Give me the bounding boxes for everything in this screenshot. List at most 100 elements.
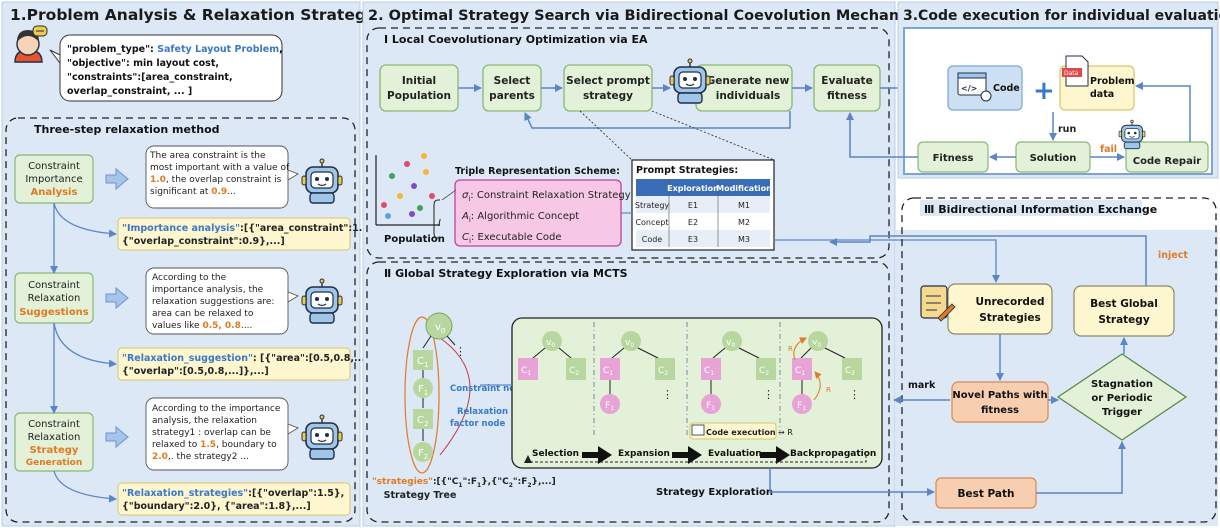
svg-text:⋮: ⋮ [849,388,860,401]
svg-text:Exploration: Exploration [667,184,719,193]
svg-text:E2: E2 [688,218,698,227]
svg-text:"Relaxation_suggestion": [{"ar: "Relaxation_suggestion": [{"area":[0.5,0… [122,353,380,364]
svg-text:Relaxation: Relaxation [28,293,81,304]
population-label: Population [384,234,445,245]
svg-text:C1: C1 [417,356,428,369]
svg-text:Ai: Algorithmic Concept: Ai: Algorithmic Concept [461,211,579,224]
node-generate-individuals: Generate new individuals [695,64,793,112]
svg-text:C2: C2 [417,415,428,428]
svg-text:Constraint: Constraint [28,280,80,291]
notepad-icon [920,285,956,322]
svg-text:C2: C2 [759,366,769,377]
node-select-parents: Select parents [482,64,542,112]
section-3-title: Ⅲ Bidirectional Information Exchange [924,203,1157,216]
svg-text:Relaxation: Relaxation [457,407,508,417]
prompt-table-pointers [579,110,775,161]
svg-text:F1: F1 [706,401,715,412]
phase-expansion: Expansion [618,449,670,459]
section-1-title: Ⅰ Local Coevolutionary Optimization via … [384,33,648,46]
panel1-connectors [50,202,117,503]
json-importance-analysis: "Importance analysis":[{"area_constraint… [117,217,379,251]
svg-text:→ R: → R [778,428,793,437]
svg-text:⋮: ⋮ [455,345,466,358]
svg-text:v0: v0 [435,322,445,335]
svg-text:Data: Data [1064,70,1079,77]
svg-text:Novel Paths with: Novel Paths with [952,390,1047,401]
problem-objective: "objective": min layout cost, [67,58,219,69]
svg-text:v0: v0 [812,338,821,349]
svg-text:Solution: Solution [1030,153,1077,164]
svg-text:most important with a value of: most important with a value of [150,163,290,173]
code-icon: </> [961,84,977,93]
svg-text:or Periodic: or Periodic [1091,393,1152,404]
svg-text:F1: F1 [418,384,428,397]
phase-evaluation: Evaluation [708,449,762,459]
svg-text:E1: E1 [688,201,698,210]
step-importance-analysis: Constraint Importance Analysis [14,154,94,204]
svg-text:significant at 0.9...: significant at 0.9... [150,187,236,197]
svg-text:fitness: fitness [827,90,867,102]
code-box: </> Code [947,65,1023,111]
svg-text:Best Global: Best Global [1090,298,1158,310]
code-repair-box: Code Repair [1125,141,1209,173]
run-label: run [1058,124,1076,135]
step-relaxation-suggestions: Constraint Relaxation Suggestions [14,272,94,324]
section-2-box [366,261,890,523]
panel-2-title: 2. Optimal Strategy Search via Bidirecti… [368,8,928,24]
mcts-box [511,317,883,469]
fitness-box: Fitness [917,141,989,173]
code-exec-arrows [846,82,1191,161]
phase-backpropagation: Backpropagation [790,449,876,459]
svg-text:"Relaxation_strategies":[{"ove: "Relaxation_strategies":[{"overlap":1.5}… [122,488,344,499]
svg-text:Importance: Importance [25,174,82,185]
problem-constraints-cont: overlap_constraint, ... ] [67,86,192,97]
mcts-tree-expansion: v0 C1 C2 F1 ⋮ [600,331,675,414]
svg-text:R: R [788,345,793,353]
problem-type-key: "problem_type": [67,44,157,55]
mcts-code-execution: Code execution → R [689,422,793,440]
svg-text:parents: parents [489,90,535,102]
relaxation-method-title: Three-step relaxation method [34,123,220,136]
mcts-dividers [593,322,781,435]
svg-text:C1: C1 [603,366,613,377]
svg-text:I: I [438,218,441,229]
svg-text:v0: v0 [546,338,555,349]
svg-text:According to the importance: According to the importance [152,404,281,414]
json-relaxation-strategies: "Relaxation_strategies":[{"overlap":1.5}… [117,482,351,516]
analysis-bubble-1: The area constraint is the most importan… [145,145,300,209]
svg-text:M2: M2 [738,218,750,227]
population-scatter: Population [375,153,445,245]
svg-text:The area constraint is the: The area constraint is the [149,151,266,161]
svg-text:analysis, the relaxation: analysis, the relaxation [152,416,257,426]
svg-text:Evaluate: Evaluate [821,75,872,87]
section-3-box [901,197,1217,523]
svg-text:Strategies: Strategies [979,312,1040,324]
svg-text:Prompt Strategies:: Prompt Strategies: [636,165,738,176]
problem-definition-bubble: "problem_type": Safety Layout Problem, "… [49,34,283,102]
svg-text:Code: Code [993,83,1020,94]
svg-text:"problem_type": Safety Layout: "problem_type": Safety Layout Problem, [67,44,283,55]
problem-data-box: Data Problem data [1059,55,1135,111]
svg-text:⋮: ⋮ [763,388,774,401]
svg-text:Stagnation: Stagnation [1091,379,1153,390]
svg-text:C1: C1 [521,366,531,377]
svg-text:{"overlap_constraint":0.9},...: {"overlap_constraint":0.9},...] [122,236,285,247]
solution-box: Solution [1015,141,1091,173]
mark-label: mark [908,380,936,391]
svg-text:C2: C2 [845,366,855,377]
svg-text:M3: M3 [738,235,750,244]
svg-text:σi: Constraint Relaxation Stra: σi: Constraint Relaxation Strategy [462,190,631,203]
svg-text:1.0, the overlap constraint is: 1.0, the overlap constraint is [150,175,282,185]
phase-selection: Selection [532,449,579,459]
svg-text:relaxed to 1.5, boundary to: relaxed to 1.5, boundary to [152,440,277,450]
svg-text:Strategy: Strategy [635,201,670,210]
inject-label: inject [1158,250,1188,261]
svg-text:factor node: factor node [450,419,506,429]
plus-sign: + [1033,76,1055,106]
svg-text:data: data [1090,89,1114,100]
svg-text:area can be relaxed to: area can be relaxed to [152,309,254,319]
svg-text:Code: Code [642,235,663,244]
svg-text:F1: F1 [797,401,806,412]
fail-label: fail [1100,144,1117,155]
